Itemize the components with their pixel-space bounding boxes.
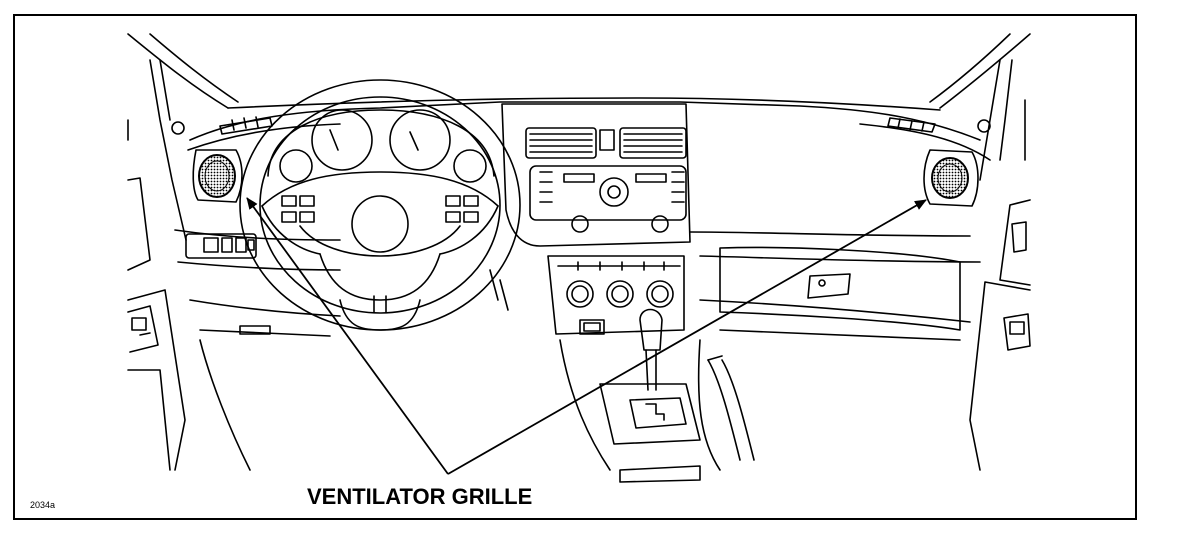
vent-housing-left	[192, 149, 243, 203]
vent-housing-right	[923, 149, 979, 207]
gear-shifter	[629, 308, 687, 429]
leader-arrow-right	[447, 199, 927, 475]
horn-pad	[351, 195, 409, 253]
parking-brake	[707, 355, 755, 461]
dashboard-lower-edge	[174, 229, 971, 241]
steering-wheel	[239, 79, 521, 331]
figure-id: 2034a	[30, 500, 56, 510]
ventilator-grille-left	[198, 154, 236, 198]
right-a-pillar	[929, 33, 1031, 181]
left-a-pillar	[127, 33, 239, 241]
callout-label: VENTILATOR GRILLE	[307, 484, 533, 509]
climate-control-panel	[547, 255, 685, 335]
left-door-panel	[127, 177, 186, 471]
right-door-panel	[969, 199, 1031, 471]
leader-arrow-left	[246, 197, 449, 475]
glove-box	[719, 246, 961, 331]
ventilator-grille-right	[931, 157, 969, 199]
center-stack	[501, 103, 691, 247]
glove-box-latch	[807, 273, 851, 299]
instrument-cluster	[267, 109, 495, 183]
center-console	[559, 339, 721, 483]
windshield-base	[227, 97, 941, 111]
defrost-vent-right	[887, 117, 936, 133]
